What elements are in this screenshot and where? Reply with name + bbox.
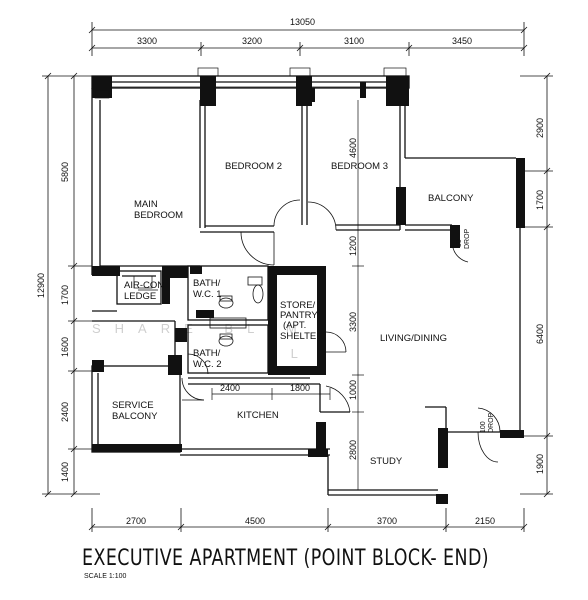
drop-note: 100 xyxy=(480,421,487,433)
kitchen-fixtures xyxy=(133,275,158,291)
room-label-service-balcony: SERVICE xyxy=(112,400,154,411)
dim-left-overall: 12900 xyxy=(36,273,46,298)
drop-note: DROP xyxy=(488,412,495,433)
room-label-balcony: BALCONY xyxy=(428,193,474,204)
left-dimensions xyxy=(42,72,100,498)
walls xyxy=(91,75,521,496)
dim-right-2: 1700 xyxy=(535,190,545,210)
plan-scale: SCALE 1:100 xyxy=(84,573,127,580)
dim-right-4: 1900 xyxy=(535,454,545,474)
room-label-bath-2: W.C. 2 xyxy=(193,359,222,370)
structural-columns xyxy=(92,76,525,504)
right-dimensions xyxy=(520,72,553,498)
dim-v-1000: 1000 xyxy=(348,380,358,400)
dim-bottom-1: 2700 xyxy=(126,516,146,526)
room-label-bath-1: BATH/ xyxy=(193,278,221,289)
room-label-bedroom-3: BEDROOM 3 xyxy=(331,161,388,172)
drop-note: 50 xyxy=(456,239,463,247)
room-label-store: PANTRY xyxy=(280,310,318,321)
dim-top-4: 3450 xyxy=(452,36,472,46)
dim-left-3: 2400 xyxy=(60,402,70,422)
door-swings xyxy=(181,199,501,463)
dim-bottom-2: 4500 xyxy=(245,516,265,526)
room-label-kitchen: KITCHEN xyxy=(237,410,279,421)
room-label-bedroom-2: BEDROOM 2 xyxy=(225,161,282,172)
dim-v-1200: 1200 xyxy=(348,236,358,256)
dim-top-3: 3100 xyxy=(344,36,364,46)
room-label-study: STUDY xyxy=(370,456,403,467)
dim-v-4600: 4600 xyxy=(348,138,358,158)
dim-left-outer: 5800 xyxy=(60,162,70,182)
dim-right-3: 6400 xyxy=(535,324,545,344)
room-label-service-balcony: BALCONY xyxy=(112,411,158,422)
internal-dimensions xyxy=(211,100,364,490)
dim-right-1: 2900 xyxy=(535,118,545,138)
window-details xyxy=(94,67,407,99)
room-label-living-dining: LIVING/DINING xyxy=(380,333,447,344)
plan-title: EXECUTIVE APARTMENT (POINT BLOCK- END) xyxy=(82,546,490,571)
watermark-text: SHARE BLIM xyxy=(92,321,311,336)
room-label-main-bedroom: MAIN xyxy=(134,199,158,210)
room-label-store: (APT. xyxy=(283,320,306,331)
dim-v-3300: 3300 xyxy=(348,312,358,332)
dim-left-1: 1700 xyxy=(60,285,70,305)
dim-overall-width: 13050 xyxy=(290,17,315,27)
room-label-main-bedroom: BEDROOM xyxy=(134,210,183,221)
room-label-aircon-ledge: AIR-CON xyxy=(124,280,164,291)
dim-bottom-4: 2150 xyxy=(475,516,495,526)
dim-inner-1800: 1800 xyxy=(290,383,310,393)
room-label-aircon-ledge: LEDGE xyxy=(124,291,156,302)
dim-v-2800: 2800 xyxy=(348,440,358,460)
dim-top-1: 3300 xyxy=(137,36,157,46)
room-label-store: SHELTER) xyxy=(280,331,326,342)
bathroom-fixtures xyxy=(209,276,264,347)
dim-left-4: 1400 xyxy=(60,462,70,482)
room-label-store: STORE/ xyxy=(280,300,316,311)
dim-top-2: 3200 xyxy=(242,36,262,46)
room-label-bath-2: BATH/ xyxy=(193,348,221,359)
top-dimensions xyxy=(88,22,528,56)
dim-inner-2400: 2400 xyxy=(220,383,240,393)
bottom-dimensions xyxy=(88,508,528,532)
dim-left-2: 1600 xyxy=(60,337,70,357)
drop-note: DROP xyxy=(464,228,471,249)
room-label-bath-1: W.C. 1 xyxy=(193,289,222,300)
dim-bottom-3: 3700 xyxy=(377,516,397,526)
